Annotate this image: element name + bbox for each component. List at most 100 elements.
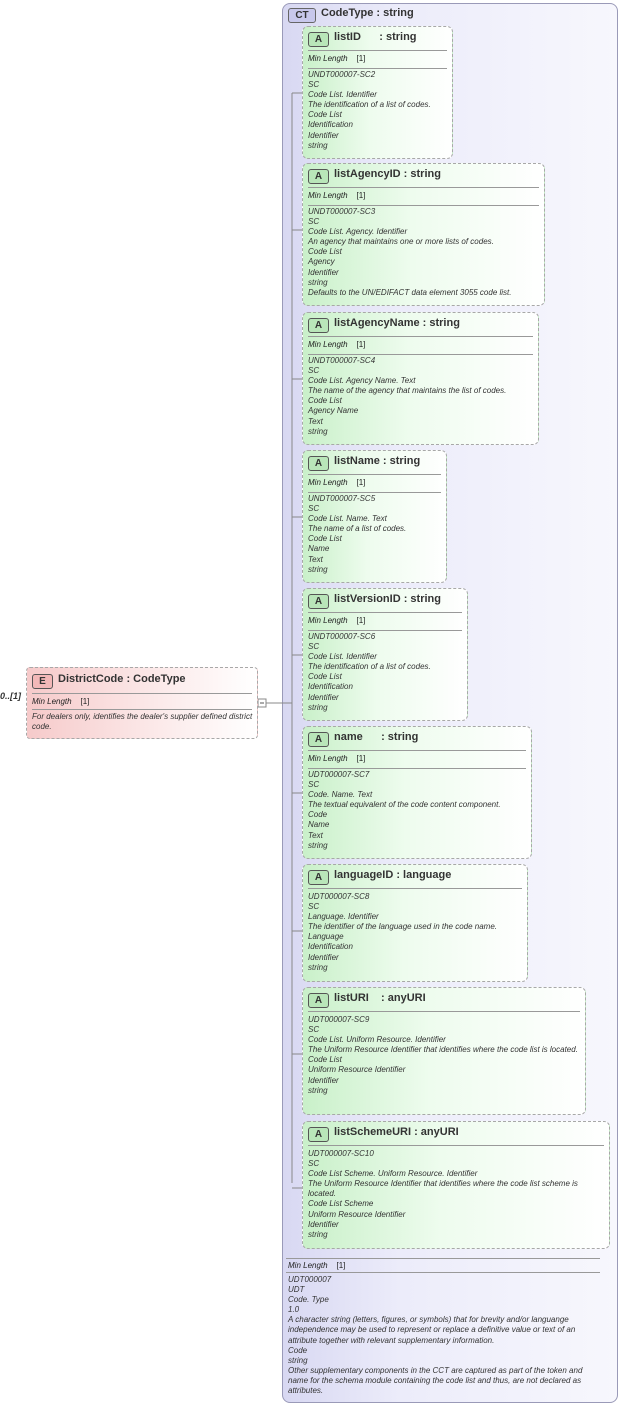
doc-line: UNDT000007-SC2 — [308, 70, 376, 79]
facet-value: [1] — [356, 616, 366, 625]
doc-line: string — [308, 702, 328, 712]
attribute-title: listID : string — [334, 31, 417, 43]
complex-type-title[interactable]: CodeType : string — [321, 7, 414, 19]
doc-line: Code — [288, 1345, 308, 1355]
doc-line: UDT000007 — [288, 1275, 332, 1284]
facet-row: Min Length [1] — [286, 1259, 600, 1272]
facet-label: Min Length — [308, 191, 348, 200]
doc-line: SC — [308, 217, 320, 227]
doc-line: SC — [308, 1025, 320, 1035]
facet-value: [1] — [356, 54, 366, 63]
doc-line: The identifier of the language used in t… — [308, 922, 498, 932]
divider — [308, 336, 533, 337]
doc-line: An agency that maintains one or more lis… — [308, 237, 494, 247]
doc-line: Language — [308, 932, 344, 942]
facet-label: Min Length — [288, 1261, 328, 1270]
facet-label: Min Length — [308, 754, 348, 763]
facet-label: Min Length — [308, 54, 348, 63]
doc-line: 1.0 — [288, 1305, 300, 1315]
facet-label: Min Length — [308, 478, 348, 487]
divider — [308, 205, 539, 206]
divider — [286, 1272, 600, 1273]
doc-line: Code List — [308, 396, 342, 406]
doc-line: Code List — [308, 110, 342, 120]
divider — [308, 630, 462, 631]
doc-line: Code List — [308, 247, 342, 257]
divider — [308, 1145, 604, 1146]
doc-line: Code List — [308, 534, 342, 544]
doc-line: Code. Name. Text — [308, 790, 373, 800]
attribute-title: listURI : anyURI — [334, 992, 426, 1004]
attribute-badge: A — [308, 1127, 329, 1142]
doc-line: Code List. Identifier — [308, 652, 377, 662]
doc-line: Identification — [308, 120, 353, 130]
facet-row: Min Length [1] — [308, 340, 365, 349]
divider — [308, 768, 526, 769]
doc-line: The identification of a list of codes. — [308, 662, 431, 672]
facet-value: [1] — [356, 754, 366, 763]
attribute-badge: A — [308, 32, 329, 47]
complex-type-badge: CT — [288, 8, 316, 23]
doc-line: Code List. Agency Name. Text — [308, 376, 416, 386]
doc-line: UDT000007-SC10 — [308, 1149, 374, 1158]
doc-line: string — [308, 962, 328, 972]
doc-line: The name of a list of codes. — [308, 524, 407, 534]
facet-label: Min Length — [32, 697, 72, 706]
doc-line: Code List Scheme — [308, 1199, 374, 1209]
doc-line: Identification — [308, 942, 353, 952]
facet-row: Min Length [1] — [308, 191, 365, 200]
element-district-code[interactable]: E DistrictCode : CodeType Min Length [1]… — [26, 667, 258, 739]
facet-row: Min Length [1] — [308, 754, 365, 763]
doc-line: Text — [308, 554, 323, 564]
doc-line: SC — [308, 504, 320, 514]
element-doc: For dealers only, identifies the dealer'… — [32, 712, 253, 732]
facet-label: Min Length — [308, 340, 348, 349]
divider — [308, 474, 441, 475]
doc-line: Identifier — [308, 692, 339, 702]
doc-line: Identifier — [308, 267, 339, 277]
facet-value: [1] — [356, 340, 366, 349]
doc-line: UNDT000007-SC3 — [308, 207, 376, 216]
facet-value: [1] — [80, 697, 90, 706]
doc-line: The textual equivalent of the code conte… — [308, 800, 501, 810]
doc-line: Uniform Resource Identifier — [308, 1065, 406, 1075]
facet-value: [1] — [356, 191, 366, 200]
divider — [286, 1258, 600, 1259]
doc-line: string — [288, 1355, 308, 1365]
element-badge: E — [32, 674, 53, 689]
attribute-badge: A — [308, 732, 329, 747]
attribute-title: listAgencyID : string — [334, 168, 441, 180]
doc-line: string — [308, 1229, 328, 1239]
element-title: DistrictCode : CodeType — [58, 673, 186, 685]
doc-line: Name — [308, 820, 330, 830]
divider — [308, 50, 447, 51]
divider — [308, 750, 526, 751]
doc-line: string — [308, 564, 328, 574]
attribute-title: listAgencyName : string — [334, 317, 460, 329]
attribute-badge: A — [308, 993, 329, 1008]
attribute-title: listSchemeURI : anyURI — [334, 1126, 459, 1138]
facet-value: [1] — [356, 478, 366, 487]
doc-line: SC — [308, 642, 320, 652]
attribute-badge: A — [308, 456, 329, 471]
doc-line: string — [308, 426, 328, 436]
doc-line: Identifier — [308, 1075, 339, 1085]
doc-line: Text — [308, 830, 323, 840]
doc-line: SC — [308, 80, 320, 90]
doc-line: Code List. Uniform Resource. Identifier — [308, 1035, 446, 1045]
